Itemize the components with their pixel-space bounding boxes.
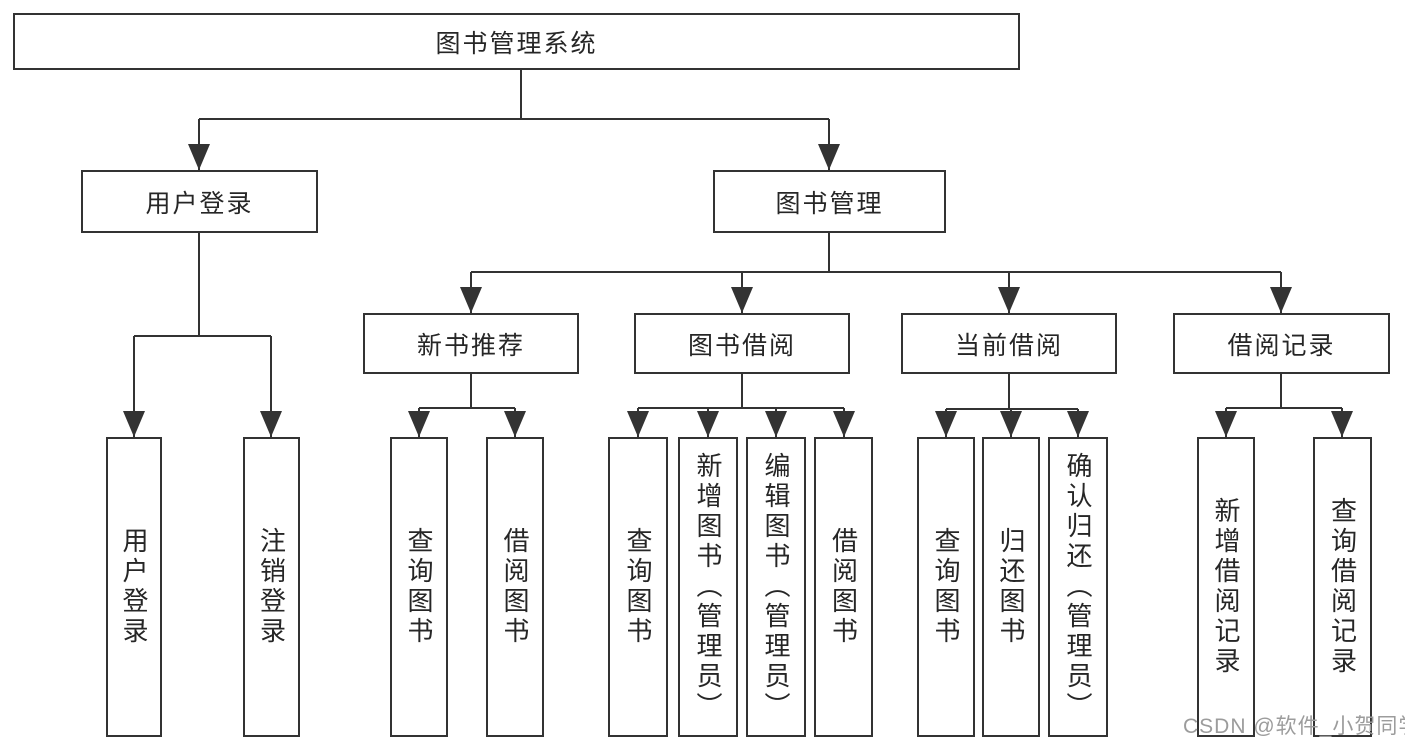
node-newbooks-borrow-books: 借阅图书 (486, 437, 544, 737)
node-current-confirm-return-admin: 确认归还（管理员） (1048, 437, 1108, 737)
node-borrowing-records: 借阅记录 (1173, 313, 1390, 374)
node-newbooks-query-books: 查询图书 (390, 437, 448, 737)
node-borrowing-add-books-admin: 新增图书（管理员） (678, 437, 738, 737)
node-borrowing-edit-books-admin: 编辑图书（管理员） (746, 437, 806, 737)
node-user-login-action: 用户登录 (106, 437, 162, 737)
csdn-watermark: CSDN @软件_小贺同学 (1183, 715, 1405, 738)
node-borrowing-query-books: 查询图书 (608, 437, 668, 737)
node-current-query-books: 查询图书 (917, 437, 975, 737)
node-book-management: 图书管理 (713, 170, 946, 233)
node-records-add-record: 新增借阅记录 (1197, 437, 1255, 737)
node-new-book-recommendation: 新书推荐 (363, 313, 579, 374)
node-current-borrowing: 当前借阅 (901, 313, 1117, 374)
node-current-return-books: 归还图书 (982, 437, 1040, 737)
node-borrowing-borrow-books: 借阅图书 (814, 437, 873, 737)
node-root: 图书管理系统 (13, 13, 1020, 70)
node-logout-action: 注销登录 (243, 437, 300, 737)
node-user-login: 用户登录 (81, 170, 318, 233)
node-book-borrowing: 图书借阅 (634, 313, 850, 374)
node-records-query-record: 查询借阅记录 (1313, 437, 1372, 737)
